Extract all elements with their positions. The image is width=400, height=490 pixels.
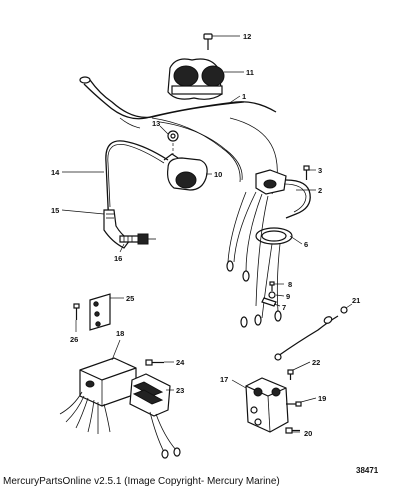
callout-21: 21 bbox=[345, 296, 360, 309]
svg-text:7: 7 bbox=[282, 303, 286, 312]
callout-6: 6 bbox=[289, 235, 308, 249]
part-23-rectifier[interactable] bbox=[129, 373, 181, 459]
svg-text:11: 11 bbox=[246, 68, 254, 77]
callout-10: 10 bbox=[206, 170, 222, 179]
callout-8: 8 bbox=[274, 280, 292, 289]
callout-1: 1 bbox=[227, 92, 246, 105]
callout-11: 11 bbox=[224, 68, 254, 77]
callout-2: 2 bbox=[296, 186, 322, 195]
svg-text:24: 24 bbox=[176, 358, 185, 367]
svg-text:14: 14 bbox=[51, 168, 60, 177]
svg-text:3: 3 bbox=[318, 166, 322, 175]
callout-19: 19 bbox=[300, 394, 326, 403]
part-1-wiring-harness[interactable] bbox=[79, 76, 278, 195]
svg-text:25: 25 bbox=[126, 294, 134, 303]
svg-text:8: 8 bbox=[288, 280, 292, 289]
part-16-spark-plug[interactable] bbox=[119, 233, 156, 245]
part-10-coil[interactable] bbox=[163, 153, 208, 191]
callout-16: 16 bbox=[114, 243, 125, 263]
part-2-trigger-assembly[interactable] bbox=[255, 169, 311, 219]
part-18-switch-box[interactable] bbox=[59, 357, 137, 434]
part-8-screw[interactable] bbox=[269, 281, 275, 291]
part-19-screw[interactable] bbox=[286, 401, 302, 407]
callout-13: 13 bbox=[152, 119, 169, 135]
callout-22: 22 bbox=[292, 358, 320, 371]
callout-7: 7 bbox=[273, 303, 286, 312]
callout-26: 26 bbox=[70, 320, 78, 344]
diagram-reference-number: 38471 bbox=[356, 466, 379, 475]
part-21-lead-wire[interactable] bbox=[274, 306, 348, 361]
svg-text:13: 13 bbox=[152, 119, 160, 128]
part-11-coil-pack[interactable] bbox=[167, 58, 225, 100]
part-22-screw[interactable] bbox=[287, 369, 294, 380]
callouts: 12 11 1 13 10 3 2 14 bbox=[51, 32, 360, 438]
svg-text:2: 2 bbox=[318, 186, 322, 195]
svg-text:23: 23 bbox=[176, 386, 184, 395]
callout-17: 17 bbox=[220, 375, 247, 389]
svg-text:19: 19 bbox=[318, 394, 326, 403]
callout-23: 23 bbox=[166, 386, 184, 395]
copyright-footer: MercuryPartsOnline v2.5.1 (Image Copyrig… bbox=[3, 476, 280, 487]
part-12-screw[interactable] bbox=[203, 33, 213, 50]
svg-text:20: 20 bbox=[304, 429, 312, 438]
svg-text:17: 17 bbox=[220, 375, 228, 384]
part-6-clamp-and-leads[interactable] bbox=[226, 191, 293, 328]
svg-text:1: 1 bbox=[242, 92, 246, 101]
callout-20: 20 bbox=[292, 429, 312, 438]
svg-text:9: 9 bbox=[286, 292, 290, 301]
svg-text:12: 12 bbox=[243, 32, 251, 41]
part-14-high-tension-lead[interactable] bbox=[105, 140, 169, 221]
callout-25: 25 bbox=[110, 294, 134, 303]
callout-18: 18 bbox=[111, 329, 124, 361]
svg-text:10: 10 bbox=[214, 170, 222, 179]
callout-3: 3 bbox=[309, 166, 322, 175]
svg-text:21: 21 bbox=[352, 296, 360, 305]
svg-text:22: 22 bbox=[312, 358, 320, 367]
part-7-clip[interactable] bbox=[261, 297, 277, 307]
svg-text:15: 15 bbox=[51, 206, 59, 215]
part-17-solenoid[interactable] bbox=[245, 377, 289, 433]
callout-12: 12 bbox=[212, 32, 251, 41]
svg-text:26: 26 bbox=[70, 335, 78, 344]
callout-15: 15 bbox=[51, 206, 105, 215]
svg-text:16: 16 bbox=[114, 254, 122, 263]
callout-14: 14 bbox=[51, 168, 104, 177]
part-20-screw[interactable] bbox=[285, 427, 300, 434]
callout-24: 24 bbox=[164, 358, 185, 367]
svg-text:18: 18 bbox=[116, 329, 124, 338]
part-25-terminal-block[interactable] bbox=[89, 293, 111, 331]
part-9-washer[interactable] bbox=[268, 291, 276, 299]
part-26-screw[interactable] bbox=[73, 303, 80, 320]
svg-text:6: 6 bbox=[304, 240, 308, 249]
part-24-screw[interactable] bbox=[145, 359, 164, 366]
part-3-screw[interactable] bbox=[303, 165, 310, 180]
callout-9: 9 bbox=[275, 292, 290, 301]
